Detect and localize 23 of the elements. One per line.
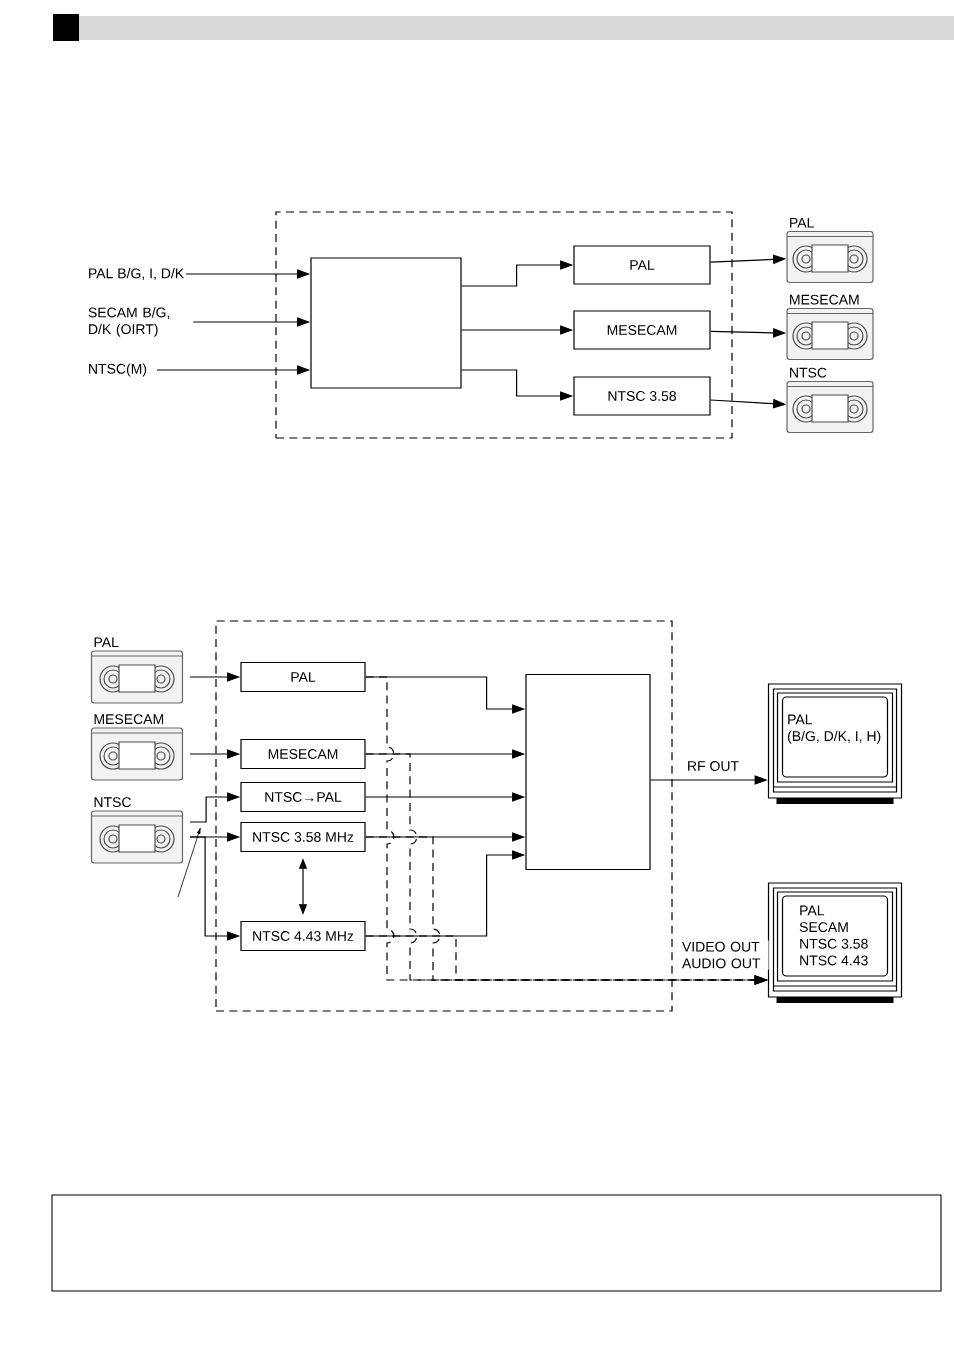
cassette-label: PAL	[94, 637, 119, 648]
process-box: NTSC 4.43 MHz	[240, 920, 366, 952]
dashed-frame	[215, 620, 673, 1012]
process-box: PAL	[240, 661, 366, 693]
edge-label: RF OUT	[685, 759, 741, 773]
edge-label: VIDEO OUT AUDIO OUT	[680, 940, 769, 970]
signal-label: PAL B/G, I, D/K	[89, 268, 184, 280]
process-box: MESECAM	[573, 310, 711, 350]
cassette-label: MESECAM	[94, 714, 164, 725]
process-box: NTSC→PAL	[240, 781, 366, 813]
signal-label: SECAM B/G, D/K (OIRT)	[88, 307, 170, 337]
signal-label: NTSC(M)	[89, 363, 147, 377]
cassette-label: PAL	[790, 217, 814, 228]
dashed-frame	[275, 211, 733, 439]
cassette-label: MESECAM	[790, 294, 859, 305]
cassette-label: NTSC	[790, 367, 827, 378]
process-box: MESECAM	[240, 738, 366, 770]
process-box	[310, 257, 462, 389]
process-box	[525, 673, 651, 871]
process-box: PAL	[573, 245, 711, 285]
cassette-label: NTSC	[94, 797, 131, 808]
process-box: NTSC 3.58	[573, 376, 711, 416]
process-box: NTSC 3.58 MHz	[240, 821, 366, 853]
